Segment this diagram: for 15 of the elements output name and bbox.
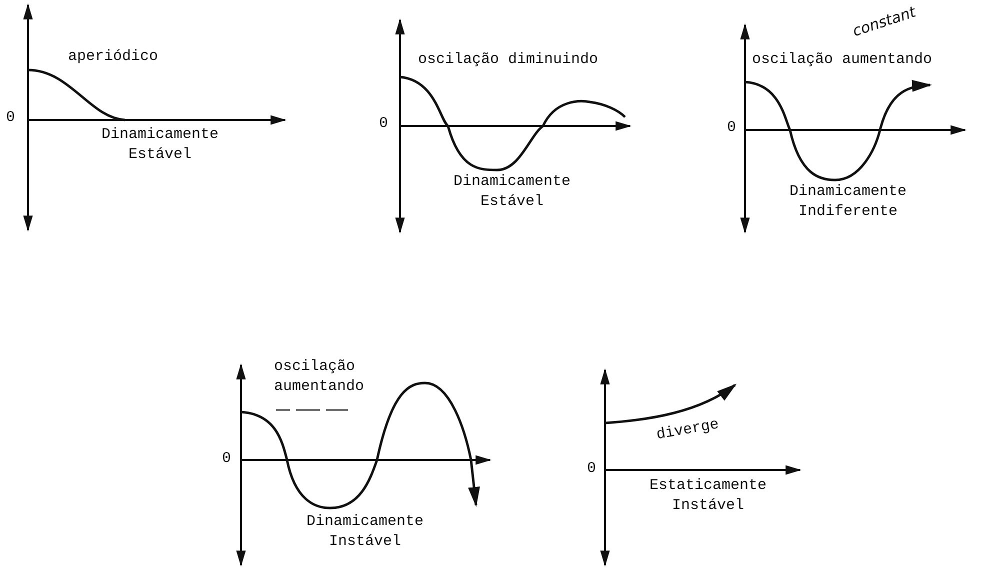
origin-label: 0 (222, 449, 232, 469)
stability-label: Dinamicamente Estável (100, 125, 220, 165)
curve-label: oscilação aumentando (274, 357, 366, 397)
stability-label: Dinamicamente Indiferente (788, 182, 908, 222)
origin-label: 0 (6, 108, 16, 128)
curve-label: aperiódico (68, 47, 160, 67)
origin-label: 0 (727, 118, 738, 138)
origin-label: 0 (379, 114, 390, 134)
curve-label: oscilação diminuindo (418, 50, 600, 70)
stability-label: Dinamicamente Instável (305, 512, 425, 552)
origin-label: 0 (587, 459, 598, 479)
stability-label: Estaticamente Instável (648, 476, 768, 516)
curve-label: oscilação aumentando (752, 50, 934, 70)
curve-label: diverge (655, 415, 722, 446)
stability-label: Dinamicamente Estável (452, 172, 572, 212)
